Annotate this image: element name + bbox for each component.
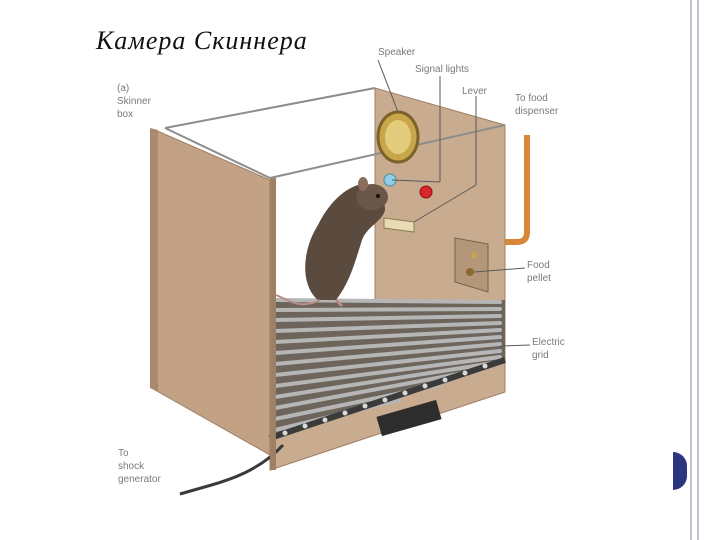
food-dispenser-label-line1: To food (515, 93, 548, 104)
box-label-line2: box (117, 109, 134, 120)
shock-label-line3: generator (118, 474, 161, 485)
slide-title: Камера Скиннера (96, 26, 308, 55)
slide-nav-tab[interactable] (673, 452, 687, 490)
front-post (270, 178, 276, 470)
callout-lines (377, 59, 531, 347)
electric-grid-bars (273, 298, 502, 432)
food-pellet-label-line1: Food (527, 260, 550, 271)
signal-lights-label: Signal lights (415, 64, 469, 75)
right-rail-inner (697, 0, 699, 540)
speaker-label: Speaker (378, 47, 416, 58)
food-dispenser-tube (505, 135, 530, 245)
food-pellet (466, 268, 474, 276)
shock-connector (376, 399, 442, 437)
top-rail-left (164, 127, 271, 179)
grid-bolts (282, 363, 488, 436)
food-pellet-label-line2: pellet (527, 273, 551, 284)
shock-label-line2: shock (118, 461, 145, 472)
box-label-line1: Skinner (117, 96, 151, 107)
rat (275, 177, 388, 308)
right-rail-outer (690, 0, 692, 540)
electric-grid-label-line1: Electric (532, 337, 565, 348)
food-tray (454, 237, 489, 293)
electric-grid-label-line2: grid (532, 350, 549, 361)
panel-label: (a) (117, 83, 130, 94)
left-wall (154, 129, 271, 456)
lever (383, 217, 415, 233)
left-wall-edge (150, 128, 158, 392)
shock-label-line1: To (118, 448, 129, 459)
signal-light-red (419, 185, 433, 199)
top-rail-back (164, 87, 376, 129)
lever-label: Lever (462, 86, 488, 97)
food-dispenser-label-line2: dispenser (515, 106, 559, 117)
